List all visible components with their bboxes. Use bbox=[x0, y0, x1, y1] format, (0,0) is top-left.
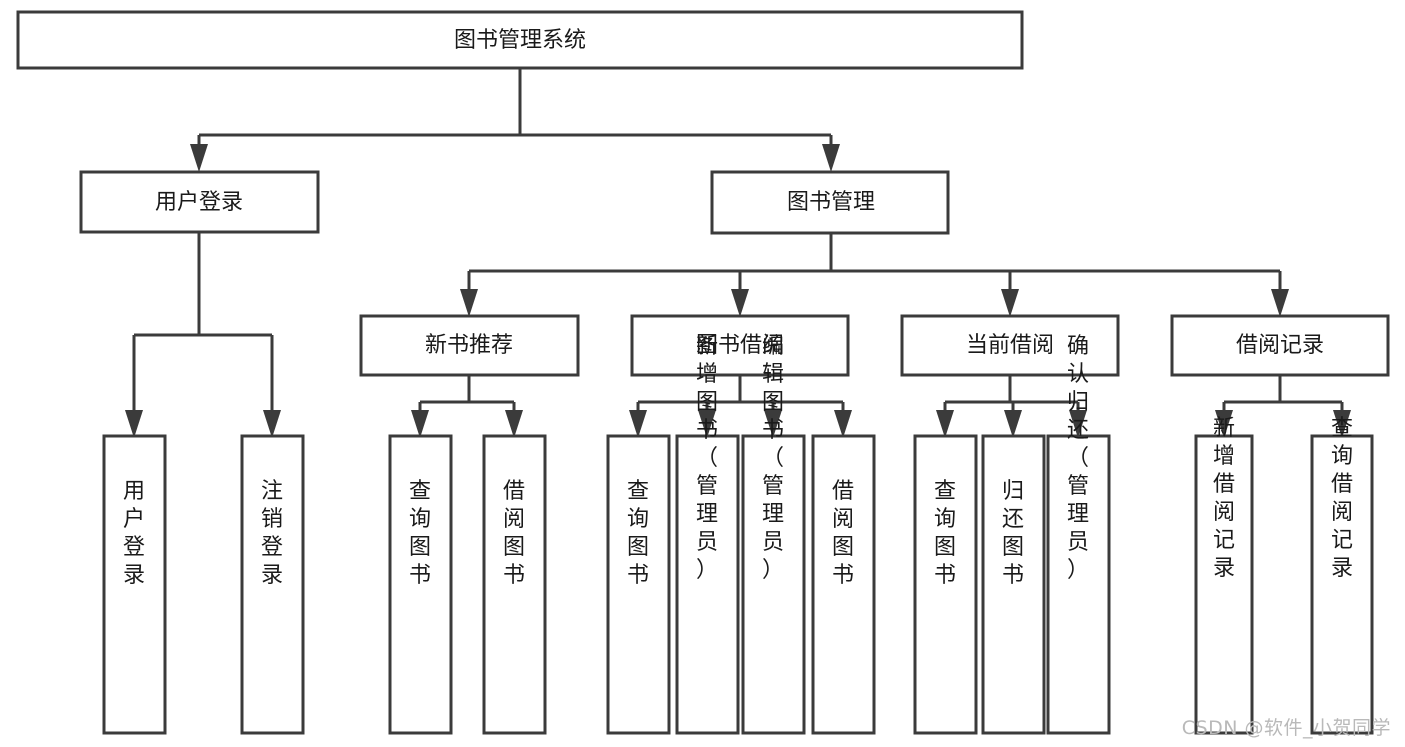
node-leaf-edit-book-admin-label: 编辑图书（管理员） bbox=[762, 334, 784, 583]
node-leaf-user-logout-label: 注销登录 bbox=[261, 479, 283, 588]
node-user-login-label: 用户登录 bbox=[155, 190, 243, 215]
node-leaf-borrow-book-1-label: 借阅图书 bbox=[503, 479, 525, 588]
node-root-box[interactable] bbox=[16, 10, 1024, 70]
node-leaf-add-book-admin[interactable]: 新增图书（管理员） bbox=[675, 334, 740, 735]
node-leaf-user-login-label: 用户登录 bbox=[123, 479, 145, 588]
node-leaf-return-book-label: 归还图书 bbox=[1002, 479, 1024, 588]
arrowhead-leaf-user-login bbox=[125, 410, 143, 438]
node-new-book-recommend[interactable]: 新书推荐 bbox=[359, 314, 580, 377]
arrowhead-leaf-return-book bbox=[1004, 410, 1022, 438]
node-borrow-record-box[interactable] bbox=[1170, 314, 1390, 377]
arrowhead-book-borrow bbox=[731, 289, 749, 317]
node-leaf-borrow-book-2-label: 借阅图书 bbox=[832, 479, 854, 588]
arrowhead-new-book-recommend bbox=[460, 289, 478, 317]
node-leaf-query-book-2-box[interactable] bbox=[606, 434, 671, 735]
node-leaf-return-book[interactable]: 归还图书 bbox=[981, 434, 1046, 735]
node-current-borrow-box[interactable] bbox=[900, 314, 1120, 377]
node-leaf-add-borrow-record-label: 新增借阅记录 bbox=[1213, 416, 1235, 581]
node-leaf-confirm-return-admin-box[interactable] bbox=[1046, 434, 1111, 735]
node-borrow-record-label: 借阅记录 bbox=[1236, 333, 1324, 358]
arrowhead-leaf-query-book-2 bbox=[629, 410, 647, 438]
node-current-borrow[interactable]: 当前借阅 bbox=[900, 314, 1120, 377]
node-leaf-user-logout[interactable]: 注销登录 bbox=[240, 434, 305, 735]
node-new-book-recommend-label: 新书推荐 bbox=[425, 333, 513, 358]
node-leaf-query-book-3-box[interactable] bbox=[913, 434, 978, 735]
arrowhead-borrow-record bbox=[1271, 289, 1289, 317]
node-book-management-box[interactable] bbox=[710, 170, 950, 235]
arrowhead-leaf-query-book-3 bbox=[936, 410, 954, 438]
node-leaf-user-login[interactable]: 用户登录 bbox=[102, 434, 167, 735]
node-leaf-add-borrow-record[interactable]: 新增借阅记录 bbox=[1194, 416, 1254, 735]
arrowhead-leaf-user-logout bbox=[263, 410, 281, 438]
node-book-management[interactable]: 图书管理 bbox=[710, 170, 950, 235]
node-root-label: 图书管理系统 bbox=[454, 28, 586, 53]
node-leaf-confirm-return-admin-label: 确认归还（管理员） bbox=[1067, 334, 1089, 583]
arrowhead-leaf-query-book-1 bbox=[411, 410, 429, 438]
node-leaf-query-book-3[interactable]: 查询图书 bbox=[913, 434, 978, 735]
node-leaf-query-book-1-box[interactable] bbox=[388, 434, 453, 735]
node-leaf-edit-book-admin[interactable]: 编辑图书（管理员） bbox=[741, 334, 806, 735]
node-leaf-query-borrow-record[interactable]: 查询借阅记录 bbox=[1310, 416, 1374, 735]
arrowhead-leaf-borrow-book-1 bbox=[505, 410, 523, 438]
node-user-login-box[interactable] bbox=[79, 170, 320, 234]
node-leaf-query-borrow-record-label: 查询借阅记录 bbox=[1331, 416, 1353, 581]
node-leaf-query-book-1[interactable]: 查询图书 bbox=[388, 434, 453, 735]
node-book-borrow-box[interactable] bbox=[630, 314, 850, 377]
node-leaf-edit-book-admin-box[interactable] bbox=[741, 434, 806, 735]
node-leaf-add-borrow-record-box[interactable] bbox=[1194, 434, 1254, 735]
connector-layer bbox=[125, 68, 1351, 438]
node-leaf-query-borrow-record-box[interactable] bbox=[1310, 434, 1374, 735]
arrowhead-book-management bbox=[822, 144, 840, 172]
node-new-book-recommend-box[interactable] bbox=[359, 314, 580, 377]
node-leaf-borrow-book-2-box[interactable] bbox=[811, 434, 876, 735]
node-book-management-label: 图书管理 bbox=[787, 190, 875, 215]
node-leaf-user-login-box[interactable] bbox=[102, 434, 167, 735]
node-leaf-query-book-3-label: 查询图书 bbox=[934, 479, 956, 588]
node-current-borrow-label: 当前借阅 bbox=[966, 333, 1054, 358]
node-leaf-add-book-admin-box[interactable] bbox=[675, 434, 740, 735]
node-root[interactable]: 图书管理系统 bbox=[16, 10, 1024, 70]
node-book-borrow-label: 图书借阅 bbox=[696, 333, 784, 358]
node-user-login[interactable]: 用户登录 bbox=[79, 170, 320, 234]
arrowhead-user-login bbox=[190, 144, 208, 172]
node-leaf-query-book-1-label: 查询图书 bbox=[409, 479, 431, 588]
node-leaf-query-book-2[interactable]: 查询图书 bbox=[606, 434, 671, 735]
arrowhead-leaf-borrow-book-2 bbox=[834, 410, 852, 438]
node-leaf-add-book-admin-label: 新增图书（管理员） bbox=[696, 334, 718, 583]
node-borrow-record[interactable]: 借阅记录 bbox=[1170, 314, 1390, 377]
arrowhead-current-borrow bbox=[1001, 289, 1019, 317]
node-leaf-borrow-book-1-box[interactable] bbox=[482, 434, 547, 735]
node-leaf-borrow-book-2[interactable]: 借阅图书 bbox=[811, 434, 876, 735]
node-book-borrow[interactable]: 图书借阅 bbox=[630, 314, 850, 377]
node-leaf-return-book-box[interactable] bbox=[981, 434, 1046, 735]
node-leaf-borrow-book-1[interactable]: 借阅图书 bbox=[482, 434, 547, 735]
node-leaf-confirm-return-admin[interactable]: 确认归还（管理员） bbox=[1046, 334, 1111, 735]
node-leaf-user-logout-box[interactable] bbox=[240, 434, 305, 735]
node-leaf-query-book-2-label: 查询图书 bbox=[627, 479, 649, 588]
